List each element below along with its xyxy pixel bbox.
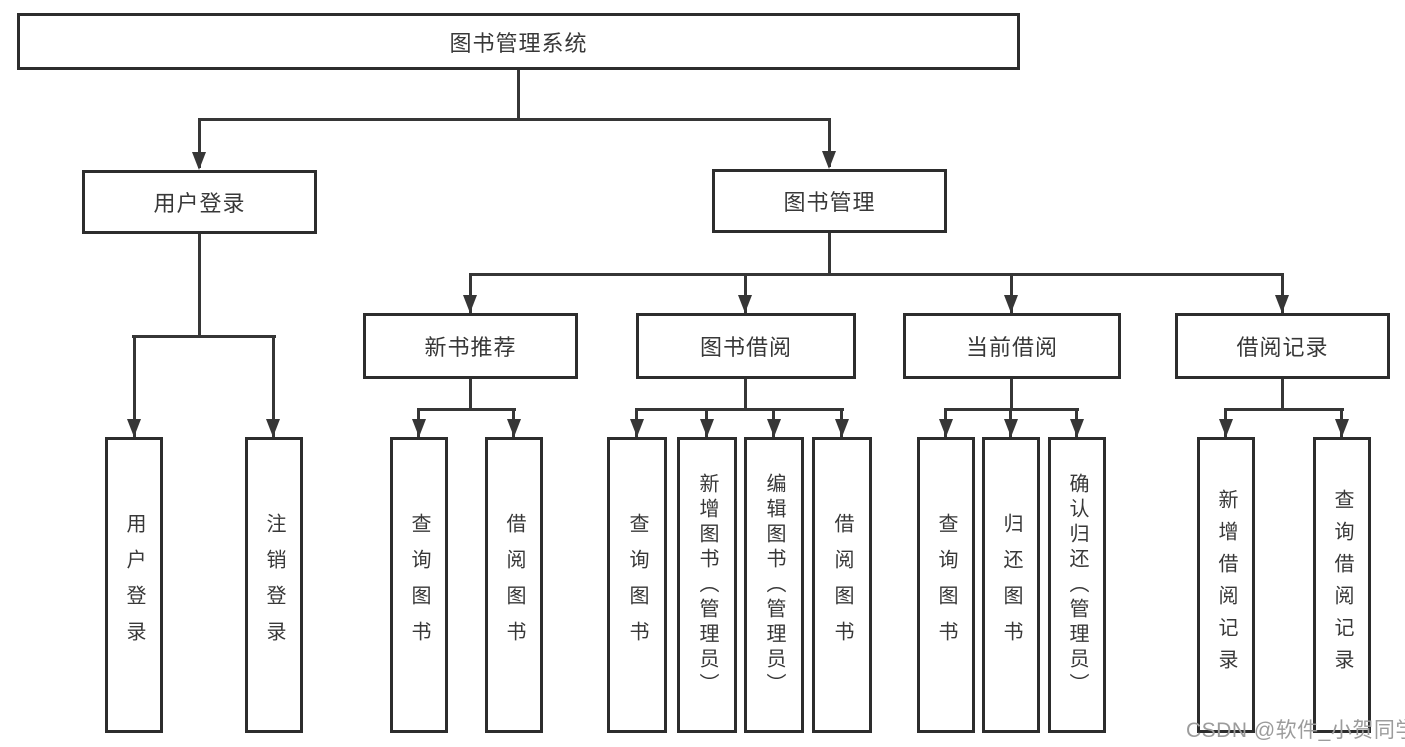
connector-currentborrow-stem [1010,379,1013,408]
leaf-label: 查询图书 [626,513,648,657]
leaf-label: 新增借阅记录 [1215,489,1237,681]
csdn-watermark: CSDN @软件_小贺同学 [1186,719,1405,742]
arrow-down [412,419,426,437]
leaf-label: 新增图书（管理员） [696,472,718,698]
connector-drop-book-mgmt [828,118,831,167]
node-book-borrow-label: 图书借阅 [699,335,792,360]
leaf-edit-books-admin: 编辑图书（管理员） [744,437,804,733]
connector-userlogin-bar [132,335,276,338]
arrow-down [266,419,280,437]
node-book-borrow: 图书借阅 [636,313,856,379]
connector-drop-borrowrecord [1281,273,1284,313]
leaf-borrow-books: 借阅图书 [812,437,872,733]
connector-borrowrecord-bar [1224,408,1344,411]
leaf-label: 用户登录 [123,513,145,657]
arrow-down [463,295,477,313]
arrow-down [1335,419,1349,437]
arrow-down [1004,295,1018,313]
connector-userlogin-stem [198,234,201,335]
leaf-query-books-recommend: 查询图书 [390,437,448,733]
arrow-down [738,295,752,313]
arrow-down [507,419,521,437]
arrow-down [835,419,849,437]
node-book-management-label: 图书管理 [783,190,876,215]
node-user-login-label: 用户登录 [153,191,246,216]
leaf-label: 借阅图书 [831,513,853,657]
arrow-down [1070,419,1084,437]
leaf-query-books-current: 查询图书 [917,437,975,733]
leaf-label: 查询借阅记录 [1331,489,1353,681]
node-root-label: 图书管理系统 [449,30,588,56]
leaf-label: 归还图书 [1000,513,1022,657]
connector-drop-user-login [198,118,201,168]
leaf-add-books-admin: 新增图书（管理员） [677,437,737,733]
connector-bookborrow-stem [744,379,747,408]
arrow-down [822,151,836,169]
leaf-query-books-borrow: 查询图书 [607,437,667,733]
leaf-logout: 注销登录 [245,437,303,733]
connector-root-bar [198,118,831,121]
arrow-down [127,419,141,437]
leaf-borrow-books-recommend: 借阅图书 [485,437,543,733]
connector-borrowrecord-stem [1281,379,1284,408]
connector-drop-leaf [133,335,136,437]
leaf-label: 查询图书 [935,513,957,657]
arrow-down [767,419,781,437]
node-current-borrow-label: 当前借阅 [965,335,1058,360]
arrow-down [939,419,953,437]
node-new-book-recommend-label: 新书推荐 [424,335,517,360]
leaf-label: 借阅图书 [503,513,525,657]
arrow-down [192,152,206,170]
arrow-down [1275,295,1289,313]
connector-bookmgmt-bar [469,273,1284,276]
node-new-book-recommend: 新书推荐 [363,313,578,379]
leaf-label: 确认归还（管理员） [1066,472,1088,698]
connector-drop-newbook [469,273,472,313]
node-user-login: 用户登录 [82,170,317,234]
node-root-system: 图书管理系统 [17,13,1020,70]
leaf-query-borrow-record: 查询借阅记录 [1313,437,1371,733]
node-current-borrow: 当前借阅 [903,313,1121,379]
arrow-down [700,419,714,437]
node-borrow-record: 借阅记录 [1175,313,1390,379]
leaf-confirm-return-admin: 确认归还（管理员） [1048,437,1106,733]
leaf-add-borrow-record: 新增借阅记录 [1197,437,1255,733]
arrow-down [1004,419,1018,437]
connector-newbook-stem [469,379,472,408]
leaf-label: 注销登录 [263,513,285,657]
connector-drop-leaf [272,335,275,437]
connector-drop-currentborrow [1010,273,1013,313]
leaf-return-books: 归还图书 [982,437,1040,733]
connector-newbook-bar [417,408,516,411]
arrow-down [1219,419,1233,437]
connector-root-stem [517,70,520,118]
node-borrow-record-label: 借阅记录 [1236,335,1329,360]
leaf-label: 查询图书 [408,513,430,657]
leaf-user-login: 用户登录 [105,437,163,733]
connector-drop-bookborrow [744,273,747,313]
arrow-down [630,419,644,437]
connector-bookmgmt-stem [828,233,831,273]
leaf-label: 编辑图书（管理员） [763,472,785,698]
node-book-management: 图书管理 [712,169,947,233]
connector-bookborrow-bar [635,408,844,411]
